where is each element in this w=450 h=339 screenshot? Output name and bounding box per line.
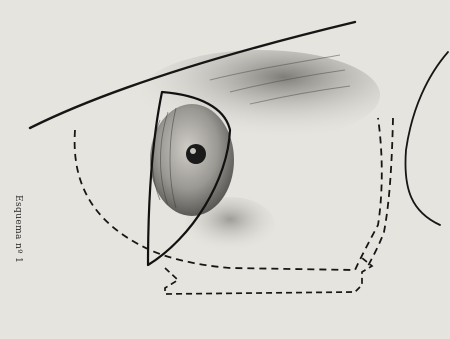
pupil-highlight [190,148,196,154]
figure-caption: Esquema nº 1 [13,195,23,295]
pupil [186,144,206,164]
dashed-flap [165,258,372,294]
nose-contour [405,52,448,225]
